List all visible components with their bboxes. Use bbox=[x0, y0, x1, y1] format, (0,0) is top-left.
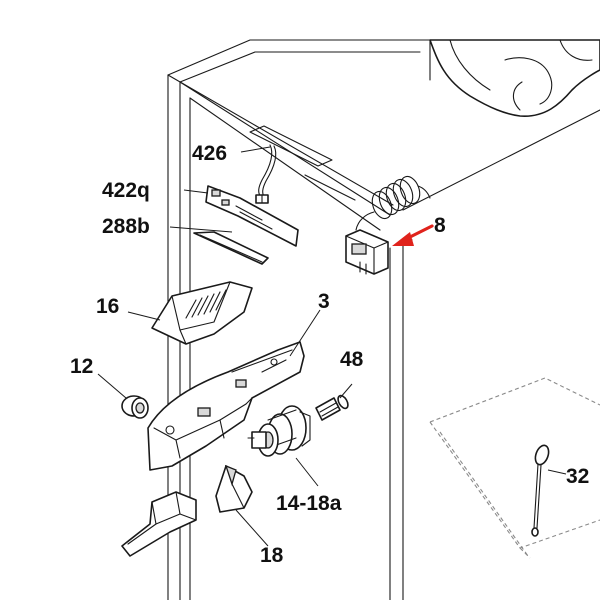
part-8-thermostat bbox=[345, 175, 431, 275]
part-288b-strip bbox=[169, 226, 269, 265]
part-14-18a-dial-assembly bbox=[247, 405, 319, 487]
part-422q-control-board bbox=[183, 185, 299, 247]
part-16-vent-cover bbox=[127, 281, 253, 345]
vent-slots bbox=[185, 289, 227, 319]
part-32-probe bbox=[531, 444, 567, 537]
callout-422q: 422q bbox=[102, 179, 150, 202]
callout-18: 18 bbox=[260, 544, 284, 567]
callout-16: 16 bbox=[96, 295, 119, 318]
part-18-knob-cap bbox=[215, 464, 269, 547]
top-right-assembly bbox=[429, 39, 600, 117]
callout-8: 8 bbox=[434, 214, 446, 237]
thermostat-coil bbox=[355, 175, 431, 231]
part-426-wire-harness bbox=[240, 144, 277, 204]
callout-426: 426 bbox=[192, 142, 227, 165]
red-pointer-arrow bbox=[392, 224, 434, 246]
callout-labels: 426 422q 288b 8 16 3 12 48 14-18a 18 32 bbox=[70, 142, 589, 567]
callout-48: 48 bbox=[340, 348, 364, 371]
part-48-plug bbox=[315, 383, 353, 421]
callout-32: 32 bbox=[566, 465, 589, 488]
callout-12: 12 bbox=[70, 355, 93, 378]
dashed-floor-outline bbox=[429, 377, 600, 559]
part-3-control-housing bbox=[147, 309, 321, 471]
part-12-knob bbox=[97, 373, 149, 419]
door-handle-part bbox=[121, 491, 197, 557]
cabinet-outline bbox=[167, 39, 600, 600]
callout-288b: 288b bbox=[102, 215, 150, 238]
callout-14-18a: 14-18a bbox=[276, 492, 342, 515]
callout-3: 3 bbox=[318, 290, 330, 313]
